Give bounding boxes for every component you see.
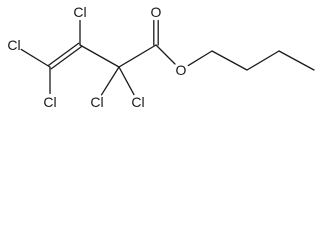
atom-labels-layer: Cl Cl Cl Cl Cl O O: [7, 4, 186, 110]
bond-c4-c3-a: [50, 46, 82, 70]
bond-c2-cl4: [100, 66, 120, 96]
bond-c3-c2: [79, 44, 120, 68]
atom-label-cl4: Cl: [90, 94, 103, 110]
atom-label-carbonyl-oxygen: O: [151, 4, 162, 20]
bonds-layer: [20, 19, 315, 96]
atom-label-cl2: Cl: [43, 94, 56, 110]
bond-c2-cl5: [118, 66, 135, 96]
atom-label-cl5: Cl: [131, 94, 144, 110]
bond-o_ester-b1: [187, 50, 213, 67]
atom-label-ester-oxygen: O: [176, 62, 187, 78]
bond-c4-c3-b: [48, 42, 80, 66]
chemical-structure: Cl Cl Cl Cl Cl O O: [7, 4, 315, 110]
bond-c4-cl1: [20, 48, 51, 68]
bond-c1-o_ester: [155, 44, 176, 65]
bond-b2-b3: [246, 50, 280, 71]
bond-b1-b2: [211, 50, 248, 71]
atom-label-cl1: Cl: [7, 37, 20, 53]
bond-c2-c1: [118, 44, 157, 68]
atom-label-cl3: Cl: [73, 4, 86, 20]
bond-b3-b4: [278, 50, 315, 71]
